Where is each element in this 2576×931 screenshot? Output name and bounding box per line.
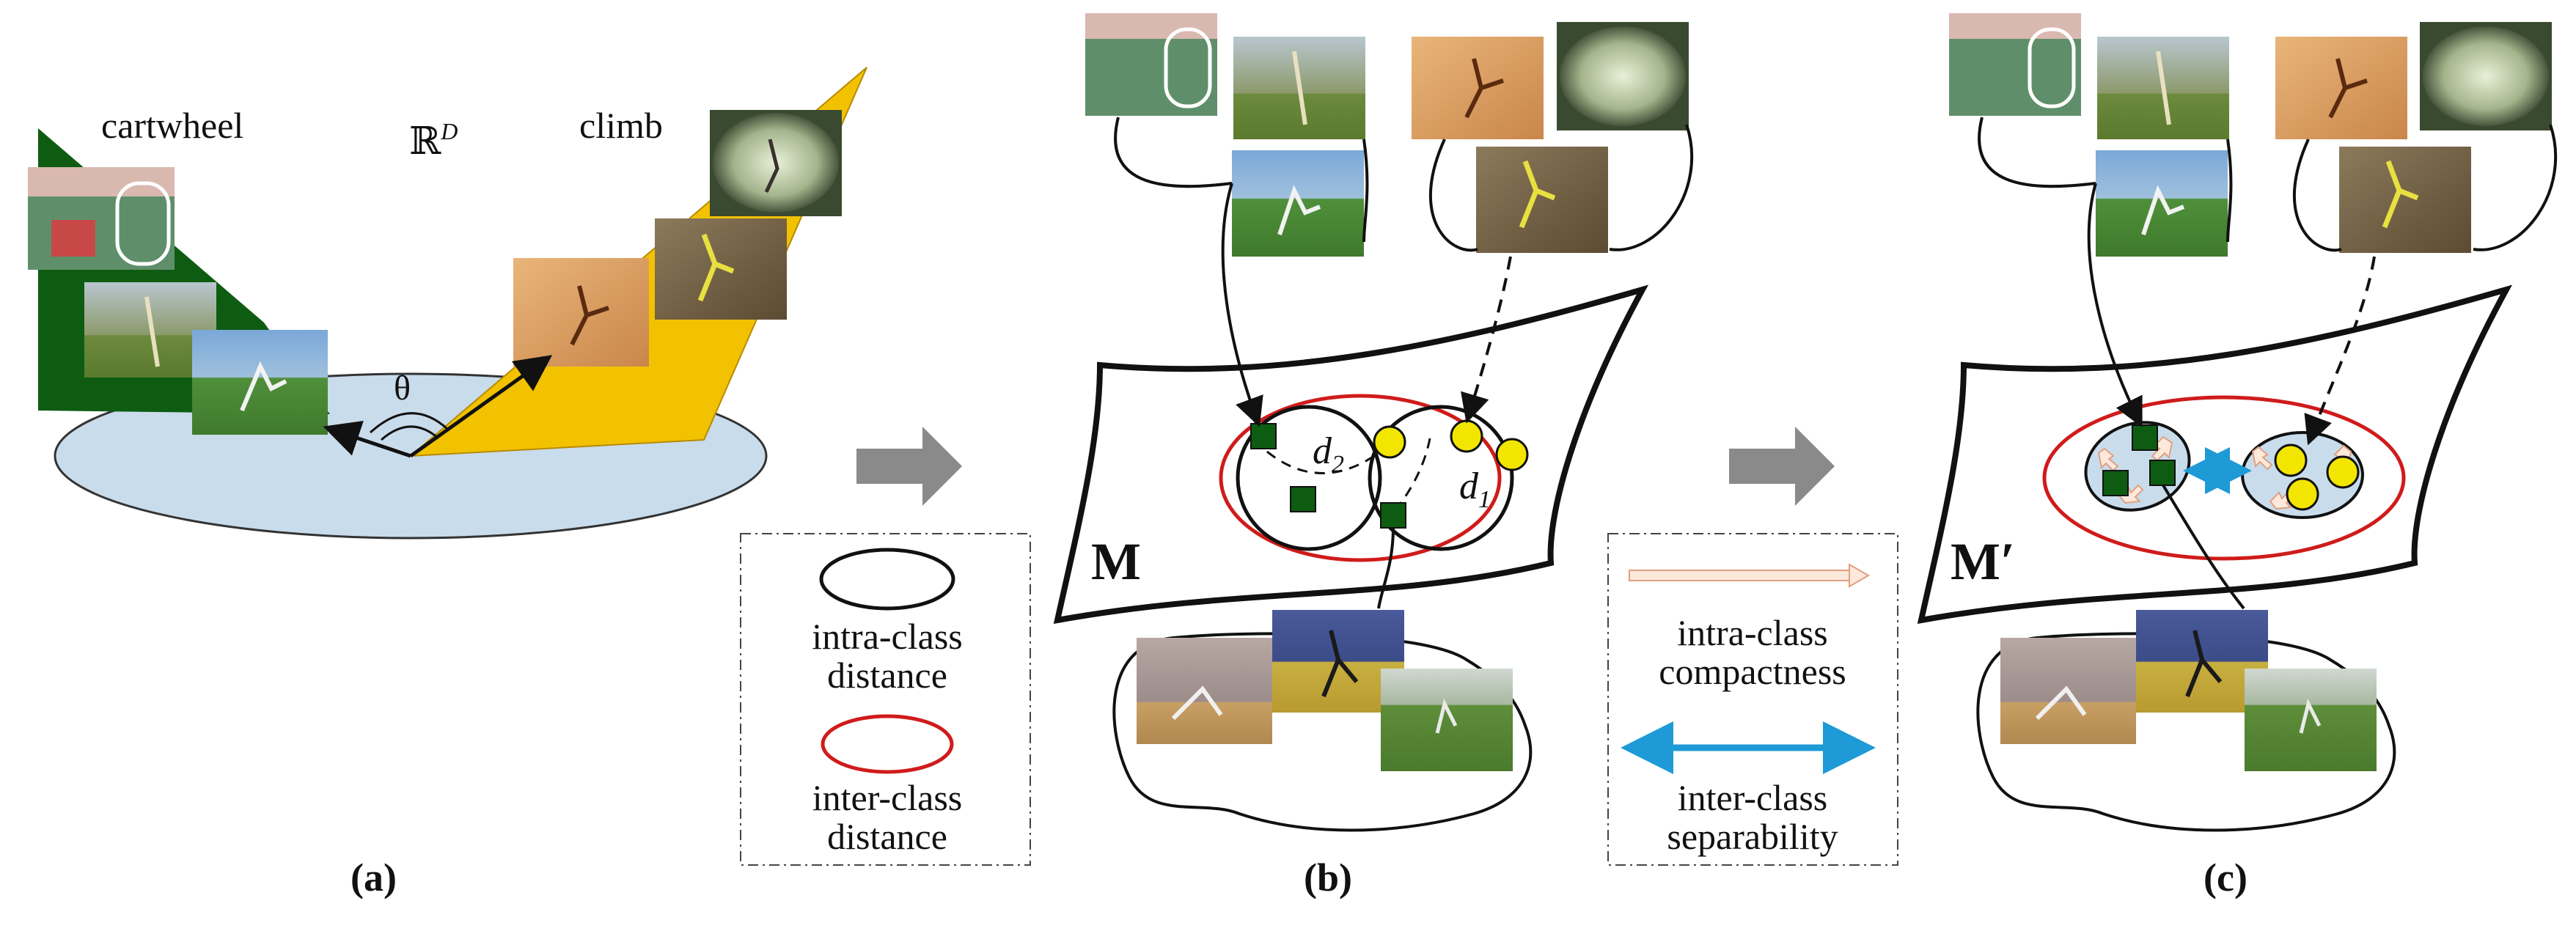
legend-distance-box <box>740 533 1031 866</box>
c-climb-frame-2 <box>2420 22 2552 130</box>
b-d2-line <box>1252 438 1394 474</box>
legend-intra-ellipse <box>819 548 955 611</box>
b-climb-frame-3 <box>1476 147 1608 253</box>
b-intra-circle-climb <box>1368 405 1514 551</box>
angle-arc-outer <box>369 412 449 434</box>
b-cartwheel-point-1 <box>1250 423 1277 449</box>
b-d1-label: d1 <box>1459 466 1491 513</box>
c-cartwheel-point-3 <box>2149 460 2176 486</box>
c-cartwheel-frame-1 <box>1949 13 2081 116</box>
c-bottom-connector <box>2162 484 2245 610</box>
b-climb-frame-2 <box>1557 22 1689 130</box>
b-bottom-frame-1 <box>1137 638 1272 744</box>
c-cartwheel-point-1 <box>2132 424 2158 451</box>
c-inter-class-ellipse <box>2042 395 2406 561</box>
b-cartwheel-connector <box>1221 183 1263 427</box>
b-inter-class-ellipse <box>1219 394 1502 562</box>
caption-a: (a) <box>351 855 397 899</box>
b-cartwheel-loop <box>1114 117 1369 243</box>
legend-compact-line2: compactness <box>1659 651 1846 692</box>
caption-b: (b) <box>1304 855 1352 899</box>
legend-separ-line1: inter-class <box>1678 777 1827 818</box>
c-bottom-loop <box>1976 632 2396 832</box>
climb-frame-3 <box>710 110 842 216</box>
b-bottom-frame-3 <box>1381 669 1513 771</box>
angle-arc-inner <box>381 425 439 441</box>
b-d2-label: d2 <box>1313 430 1344 478</box>
climb-label: climb <box>579 105 663 146</box>
legend-distance: intra-class distance inter-class distanc… <box>740 533 1031 866</box>
b-climb-connector <box>1461 256 1512 424</box>
legend-objective: intra-class compactness inter-class sepa… <box>1607 533 1898 866</box>
legend-intra-line1: intra-class <box>812 616 962 657</box>
b-cartwheel-frame-2 <box>1233 37 1365 139</box>
c-cartwheel-point-2 <box>2102 470 2129 496</box>
c-bottom-frame-3 <box>2245 669 2377 771</box>
b-cartwheel-point-2 <box>1290 486 1316 512</box>
c-cartwheel-frame-3 <box>2096 150 2228 257</box>
c-climb-frame-1 <box>2275 37 2407 139</box>
c-climb-frame-3 <box>2339 147 2471 253</box>
c-bottom-frame-1 <box>2000 638 2136 744</box>
cartwheel-frame-1 <box>28 167 175 270</box>
legend-inter-line1: inter-class <box>812 777 962 818</box>
cartwheel-vector-arrow <box>323 421 411 458</box>
cartwheel-frame-3 <box>192 330 328 435</box>
c-climb-connector <box>2304 256 2376 446</box>
c-climb-point-1 <box>2274 444 2308 477</box>
c-climb-point-2 <box>2326 455 2360 489</box>
b-manifold-label: M <box>1091 532 1141 591</box>
b-bottom-connector <box>1377 527 1395 609</box>
manifold-m <box>1053 284 1649 624</box>
b-bottom-loop <box>1112 632 1533 832</box>
legend-intra-line2: distance <box>827 655 947 696</box>
panel-c: M′ (c) <box>1917 13 2558 899</box>
b-cartwheel-point-3 <box>1380 502 1406 529</box>
c-climb-loop <box>2293 124 2558 252</box>
climb-frame-2 <box>655 218 787 320</box>
c-cartwheel-connector <box>2087 183 2143 428</box>
b-cartwheel-frame-3 <box>1232 150 1364 257</box>
legend-separ-line2: separability <box>1667 816 1838 857</box>
climb-frame-1 <box>513 258 649 367</box>
legend-compactness-arrow <box>1629 563 1871 588</box>
cartwheel-label: cartwheel <box>101 105 243 146</box>
c-cartwheel-frame-2 <box>2097 37 2229 139</box>
legend-objective-box <box>1607 533 1898 866</box>
climb-vector-arrow <box>409 355 553 458</box>
caption-c: (c) <box>2203 855 2247 899</box>
b-climb-frame-1 <box>1412 37 1544 139</box>
process-arrow-2 <box>1729 427 1835 506</box>
process-arrow-1 <box>856 427 962 506</box>
panel-a: cartwheel ℝD climb θ (a) <box>28 67 867 899</box>
b-climb-point-2 <box>1450 419 1483 453</box>
legend-compact-line1: intra-class <box>1677 612 1827 653</box>
angle-theta-label: θ <box>394 369 411 408</box>
b-cartwheel-frame-1 <box>1085 13 1217 116</box>
legend-inter-ellipse <box>821 714 954 774</box>
c-climb-point-3 <box>2286 477 2319 511</box>
c-cartwheel-loop <box>1978 117 2233 243</box>
c-manifold-label: M′ <box>1951 532 2015 591</box>
b-intra-circle-cartwheel <box>1236 405 1382 551</box>
panel-b: d2 d1 M (b) <box>1053 13 1694 899</box>
b-climb-loop <box>1429 124 1694 252</box>
b-climb-point-1 <box>1373 425 1406 459</box>
space-label: ℝD <box>409 118 458 163</box>
legend-inter-line2: distance <box>827 816 947 857</box>
b-climb-point-3 <box>1495 438 1529 471</box>
